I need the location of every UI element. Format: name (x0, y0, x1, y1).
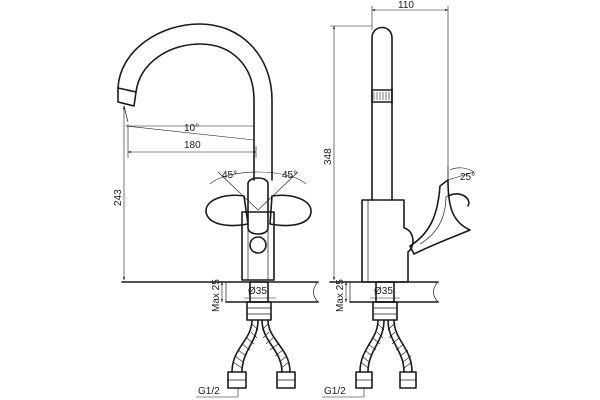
hose-braid-left (232, 323, 259, 369)
angle-25-line (447, 171, 475, 181)
spout-side (371, 26, 393, 201)
angle-25-arc (449, 167, 475, 173)
label-angle-right-45: 45° (282, 170, 297, 181)
label-height-243: 243 (113, 189, 124, 206)
lever-left (205, 194, 249, 227)
mount-nut-side (372, 301, 398, 321)
angle-ref-right (257, 171, 299, 211)
countertop-break (313, 281, 319, 303)
front-view (117, 23, 319, 398)
spout-aerator (117, 87, 137, 107)
lever-right (269, 194, 312, 227)
hose-right-side-inner (387, 319, 405, 373)
hose-right-inner (261, 319, 283, 373)
lever-grip (447, 193, 470, 207)
angle-arc-front (209, 171, 307, 185)
label-angle-25: 25° (460, 172, 475, 183)
hose-braid-side-left (360, 323, 385, 369)
side-view (322, 6, 475, 398)
angle-10-line (125, 125, 255, 141)
spout-outer (117, 23, 273, 181)
hose-braid-right (261, 323, 290, 369)
lever-side (409, 179, 471, 255)
label-depth-110: 110 (398, 0, 414, 11)
hose-left-side-inner (367, 319, 385, 373)
spout-inner (135, 43, 255, 181)
countertop-break-side (433, 281, 439, 303)
angle-ref-left (217, 171, 259, 211)
water-line (123, 105, 129, 123)
hose-braid-side-right (387, 323, 413, 369)
label-angle-left-45: 45° (222, 170, 237, 181)
hose-left-outer (231, 319, 253, 373)
mount-nut-front (246, 301, 272, 321)
lever-side-inner (419, 195, 447, 245)
label-diameter-side: Ø35 (374, 286, 393, 297)
label-angle-10: 10° (184, 123, 199, 134)
label-thread-side: G1/2 (324, 386, 346, 397)
lever-center (247, 177, 269, 235)
label-reach-180: 180 (184, 140, 201, 151)
hose-right-outer (267, 319, 291, 373)
label-max25-side: Max 25 (335, 279, 346, 312)
hose-left-inner (241, 319, 259, 373)
aerator-hatch (373, 92, 390, 100)
label-height-348: 348 (323, 148, 334, 165)
label-max25-front: Max 25 (211, 279, 222, 312)
faucet-body-front (241, 211, 275, 281)
mixer-cap (249, 236, 267, 254)
label-diameter-front: Ø35 (248, 286, 267, 297)
label-thread-front: G1/2 (198, 386, 220, 397)
aerator-side (371, 89, 393, 103)
faucet-body-side (361, 199, 414, 283)
